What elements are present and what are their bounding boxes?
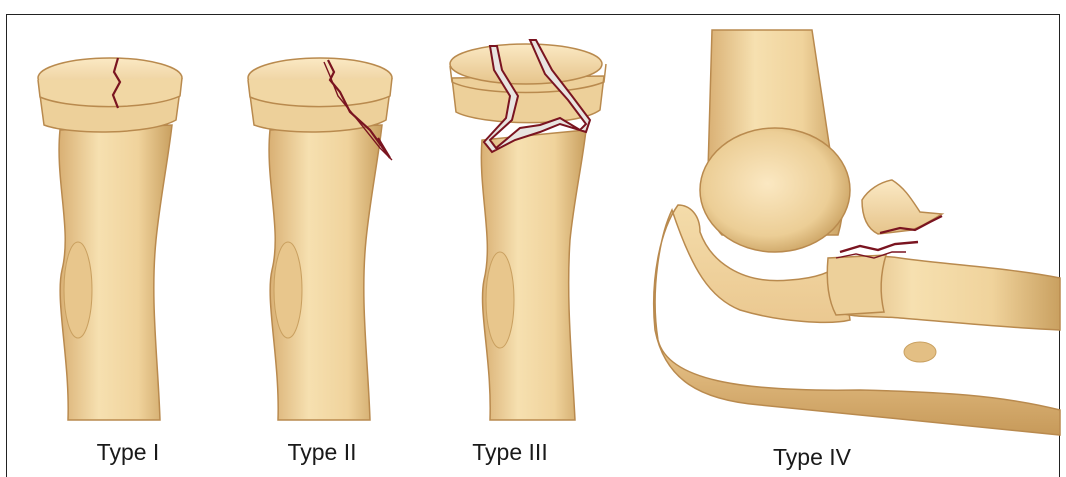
bone-type-1 (38, 58, 182, 420)
caption-type-4: Type IV (773, 444, 851, 471)
caption-type-1: Type I (97, 439, 160, 466)
fracture-line (840, 242, 918, 252)
bone-type-3 (450, 40, 606, 420)
caption-type-2: Type II (287, 439, 356, 466)
bone-type-2 (248, 58, 392, 420)
elbow-type-4 (654, 30, 1060, 435)
caption-type-3: Type III (472, 439, 547, 466)
